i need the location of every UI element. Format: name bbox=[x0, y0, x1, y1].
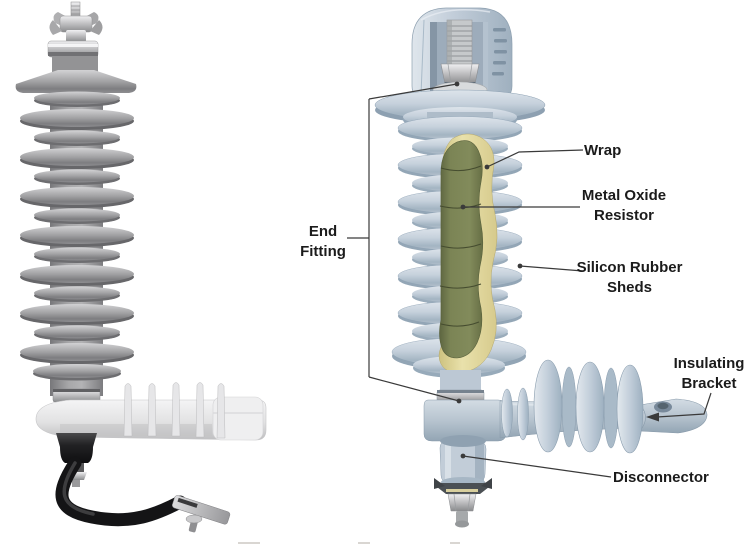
label-end-fitting: End Fitting bbox=[285, 222, 361, 262]
mov-dot bbox=[460, 204, 466, 210]
end-fitting-leader-line bbox=[347, 83, 460, 402]
end-fitting-top-dot bbox=[454, 81, 460, 87]
cutaway-arrester bbox=[374, 7, 708, 528]
end-fitting-bottom-dot bbox=[456, 398, 462, 404]
wrap-leader-line bbox=[486, 149, 584, 168]
photo-insulating-bracket bbox=[35, 382, 267, 441]
label-bracket-line2: Bracket bbox=[681, 375, 737, 392]
label-end-fitting-line1: End bbox=[308, 223, 338, 240]
label-end-fitting-line2: Fitting bbox=[300, 243, 346, 260]
bracket-arrowhead bbox=[646, 412, 659, 422]
cutaway-insulating-bracket bbox=[423, 359, 708, 454]
label-mov-line2: Resistor bbox=[593, 207, 655, 224]
photo-top-flange bbox=[15, 70, 137, 93]
label-bracket-line1: Insulating bbox=[673, 355, 745, 372]
sheds-leader-line bbox=[519, 265, 584, 272]
photo-arrester bbox=[15, 1, 267, 533]
ground-lead-cable bbox=[55, 456, 231, 533]
cutaway-top-end-fitting bbox=[411, 7, 513, 102]
label-disconnector: Disconnector bbox=[613, 468, 709, 488]
label-disconnector-text: Disconnector bbox=[613, 469, 709, 486]
mov-column bbox=[439, 140, 484, 359]
label-metal-oxide-resistor: Metal Oxide Resistor bbox=[564, 186, 684, 226]
cropped-caption-remnant bbox=[450, 542, 460, 544]
label-mov-line1: Metal Oxide bbox=[581, 187, 667, 204]
label-sheds-line1: Silicon Rubber bbox=[576, 259, 683, 276]
cap-vent-slots bbox=[492, 28, 507, 76]
cropped-caption-remnant bbox=[358, 542, 370, 544]
sheds-dot bbox=[517, 263, 523, 269]
disconnector-dot bbox=[460, 453, 466, 459]
leader-lines bbox=[347, 81, 712, 478]
label-insulating-bracket: Insulating Bracket bbox=[659, 354, 750, 394]
bracket-leader-line bbox=[656, 392, 712, 418]
photo-end-cap bbox=[47, 40, 99, 58]
cropped-caption-remnant bbox=[238, 542, 260, 544]
cutaway-bottom-end-fitting bbox=[436, 370, 485, 404]
photo-shed-stack bbox=[20, 91, 134, 381]
label-sheds-line2: Sheds bbox=[606, 279, 652, 296]
label-wrap-text: Wrap bbox=[584, 142, 622, 159]
label-wrap: Wrap bbox=[584, 141, 621, 161]
label-silicon-rubber-sheds: Silicon Rubber Sheds bbox=[564, 258, 695, 298]
wrap-dot bbox=[484, 164, 490, 170]
cutaway-disconnector bbox=[434, 435, 492, 528]
disconnector-leader-line bbox=[462, 455, 612, 478]
terminal-clamp-icon bbox=[49, 1, 103, 42]
